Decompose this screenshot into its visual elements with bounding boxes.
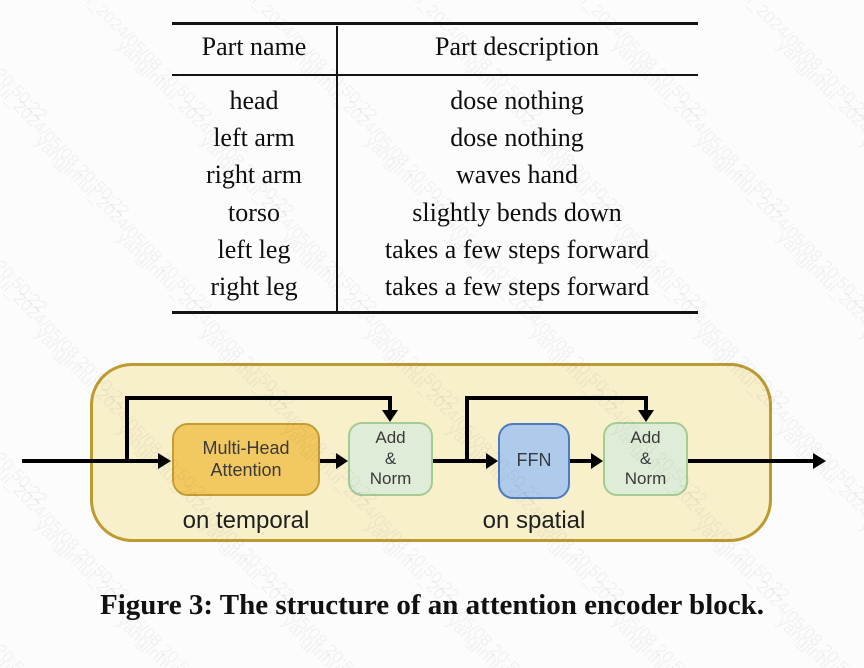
part-name-cell: right leg (210, 272, 298, 301)
part-description-cell: takes a few steps forward (384, 272, 650, 301)
part-name-cell: left arm (213, 123, 295, 153)
part-name-cell: head (229, 86, 279, 115)
arrow-icon (638, 410, 654, 422)
arrow-icon (813, 453, 826, 469)
table-header-rule (172, 74, 698, 76)
part-name-cell: right arm (205, 160, 303, 190)
part-table: Part name Part description head dose not… (172, 22, 698, 314)
table-bottom-rule (172, 311, 698, 314)
add-norm-label: Add & Norm (624, 427, 667, 489)
arrow-icon (486, 453, 498, 469)
figure-caption: Figure 3: The structure of an attention … (99, 589, 764, 621)
on-temporal-label: on temporal (182, 507, 310, 534)
add-norm-block-temporal: Add & Norm (348, 422, 433, 496)
column-header-part-description: Part description (435, 32, 599, 61)
ffn-label: FFN (516, 450, 552, 471)
table-row: right arm waves hand (172, 156, 698, 193)
table-header-row: Part name Part description (172, 32, 698, 62)
part-description-cell: slightly bends down (412, 197, 622, 227)
part-name-cell: left leg (217, 234, 291, 264)
add-norm-block-spatial: Add & Norm (603, 422, 688, 496)
multi-head-attention-block: Multi-Head Attention (172, 423, 320, 496)
table-row: head dose nothing (172, 82, 698, 119)
part-description-cell: takes a few steps forward (384, 234, 650, 264)
part-description-cell: waves hand (455, 160, 578, 190)
part-description-cell: dose nothing (450, 123, 584, 153)
arrow-icon (336, 453, 348, 469)
part-name-cell: torso (228, 197, 280, 227)
table-top-rule (172, 22, 698, 25)
multi-head-attention-label: Multi-Head Attention (202, 437, 290, 480)
add-norm-label: Add & Norm (369, 427, 412, 489)
arrow-icon (382, 410, 398, 422)
arrow-icon (158, 453, 171, 469)
table-row: left leg takes a few steps forward (172, 231, 698, 268)
table-column-divider (336, 26, 338, 311)
arrow-icon (591, 453, 603, 469)
ffn-block: FFN (498, 423, 570, 499)
part-description-cell: dose nothing (450, 86, 584, 115)
connector-arrows (22, 396, 826, 469)
table-row: left arm dose nothing (172, 119, 698, 156)
on-spatial-label: on spatial (482, 507, 586, 534)
column-header-part-name: Part name (201, 32, 307, 61)
table-row: right leg takes a few steps forward (172, 268, 698, 305)
table-row: torso slightly bends down (172, 194, 698, 231)
